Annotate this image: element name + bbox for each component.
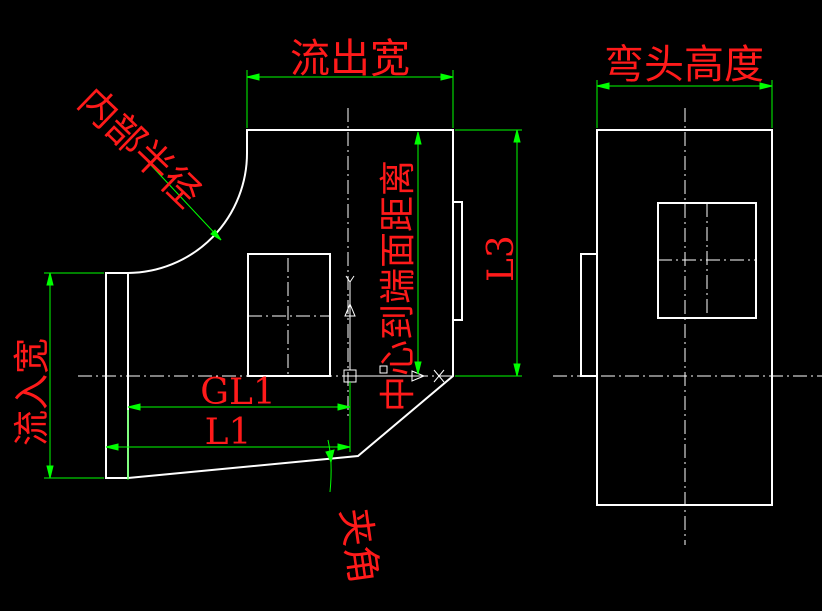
l3-label: L3 [481, 235, 522, 282]
labels: 流出宽 内部半径 中心到端面距离 L3 流入宽 GL1 L1 夹角 弯头高度 [12, 36, 764, 587]
side-inner-rectangle [657, 202, 757, 319]
gl1-arrows [127, 403, 351, 411]
ucs-y-letter-icon [345, 275, 355, 288]
front-view [105, 129, 463, 479]
dimensions [44, 70, 773, 493]
inner-radius-leader [147, 161, 222, 241]
angle-label: 夹角 [332, 505, 386, 586]
outlet-flange-tab [452, 201, 463, 321]
elbow-height-label: 弯头高度 [604, 42, 764, 88]
angle-arc [327, 439, 332, 493]
center-to-face-arrows [414, 131, 422, 375]
ucs-x-letter-icon [433, 369, 445, 383]
gl1-label: GL1 [200, 372, 276, 413]
ucs-icon [343, 275, 445, 383]
side-flange-tab [580, 253, 598, 377]
inlet-width-arrows [46, 272, 54, 479]
inner-radius-arrow [210, 229, 222, 241]
ucs-y-arrow-icon [344, 302, 356, 317]
l1-arrows [105, 443, 351, 451]
inner-rectangle [247, 253, 331, 377]
inner-radius-label: 内部半径 [70, 79, 210, 216]
angle-arrow [325, 449, 335, 464]
inlet-width-label: 流入宽 [12, 338, 53, 446]
l1-label: L1 [205, 412, 252, 453]
l3-arrows [513, 129, 521, 377]
elbow-height-arrows [596, 82, 773, 90]
inlet-flange [105, 272, 129, 479]
outlet-width-label: 流出宽 [290, 36, 410, 82]
side-view [580, 129, 773, 506]
outlet-width-arrows [246, 73, 454, 81]
ucs-grip-square [379, 365, 388, 374]
center-to-face-label: 中心到端面距离 [378, 160, 419, 412]
